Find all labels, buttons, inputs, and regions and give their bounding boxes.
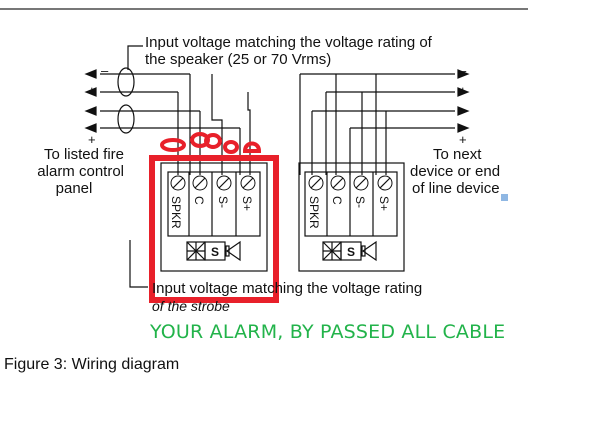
sign-left-3: – xyxy=(88,102,96,117)
highlight-box xyxy=(149,155,279,303)
arrow-right-4 xyxy=(457,123,470,133)
terminal-label-spkr: SPKR xyxy=(169,196,183,229)
bottom-label-leader xyxy=(129,240,148,288)
arrow-right-2 xyxy=(457,87,470,97)
device-right-box xyxy=(298,162,405,272)
bottom-label-line2: of the strobe xyxy=(152,298,230,314)
terminal-label-c: C xyxy=(192,196,206,205)
terminal-label-spkr: SPKR xyxy=(307,196,321,229)
sign-left-4: + xyxy=(88,132,96,147)
arrow-left-4 xyxy=(84,123,97,133)
terminal-label-s-minus: S- xyxy=(353,196,367,208)
arrow-left-3 xyxy=(84,106,97,116)
top-label-leader xyxy=(127,45,143,70)
sign-right-3: – xyxy=(459,102,467,117)
sign-right-1: – xyxy=(459,63,467,78)
left-label-line1: To listed fire xyxy=(43,146,124,163)
drop-l-4 xyxy=(211,74,223,175)
device-left-terminal-block xyxy=(167,171,261,237)
strobe-s-label: S xyxy=(347,245,355,259)
left-label-line2: alarm control xyxy=(37,163,124,180)
arrow-left-2 xyxy=(84,87,97,97)
strobe-s-label: S xyxy=(211,245,219,259)
terminal-label-s-plus: S+ xyxy=(240,196,254,211)
arrow-right-1 xyxy=(457,69,470,79)
terminal-label-s-minus: S- xyxy=(216,196,230,208)
sign-right-4: + xyxy=(459,132,467,147)
arrow-right-3 xyxy=(457,106,470,116)
bottom-label-line1: Input voltage matching the voltage ratin… xyxy=(152,280,423,297)
terminal-label-c: C xyxy=(330,196,344,205)
twist-oval-2 xyxy=(117,104,135,134)
right-label-line1: To next xyxy=(433,146,482,163)
speaker-icon xyxy=(225,240,241,262)
right-label-line3: of line device xyxy=(412,180,500,197)
header-rule xyxy=(0,8,528,10)
top-label-line1: Input voltage matching the voltage ratin… xyxy=(145,34,432,51)
strobe-s-box xyxy=(340,241,362,261)
left-label-line3: panel xyxy=(55,180,93,197)
twist-oval-1 xyxy=(117,67,135,97)
annotation-note: YOUR ALARM, BY PASSED ALL CABLE xyxy=(150,321,506,343)
sign-left-2: + xyxy=(88,83,96,98)
marker-square xyxy=(501,194,508,201)
device-left-box xyxy=(160,162,268,272)
speaker-icon xyxy=(361,240,377,262)
figure-caption: Figure 3: Wiring diagram xyxy=(4,356,180,373)
sign-right-2: + xyxy=(459,83,467,98)
terminal-label-s-plus: S+ xyxy=(377,196,391,211)
bypass-scribbles xyxy=(160,132,262,154)
top-label-line2: the speaker (25 or 70 Vrms) xyxy=(145,51,332,68)
device-right-terminal-block xyxy=(304,171,398,237)
strobe-s-box xyxy=(204,241,226,261)
arrow-left-1 xyxy=(84,69,97,79)
sign-left-1: – xyxy=(101,63,109,78)
right-label-line2: device or end xyxy=(410,163,501,180)
